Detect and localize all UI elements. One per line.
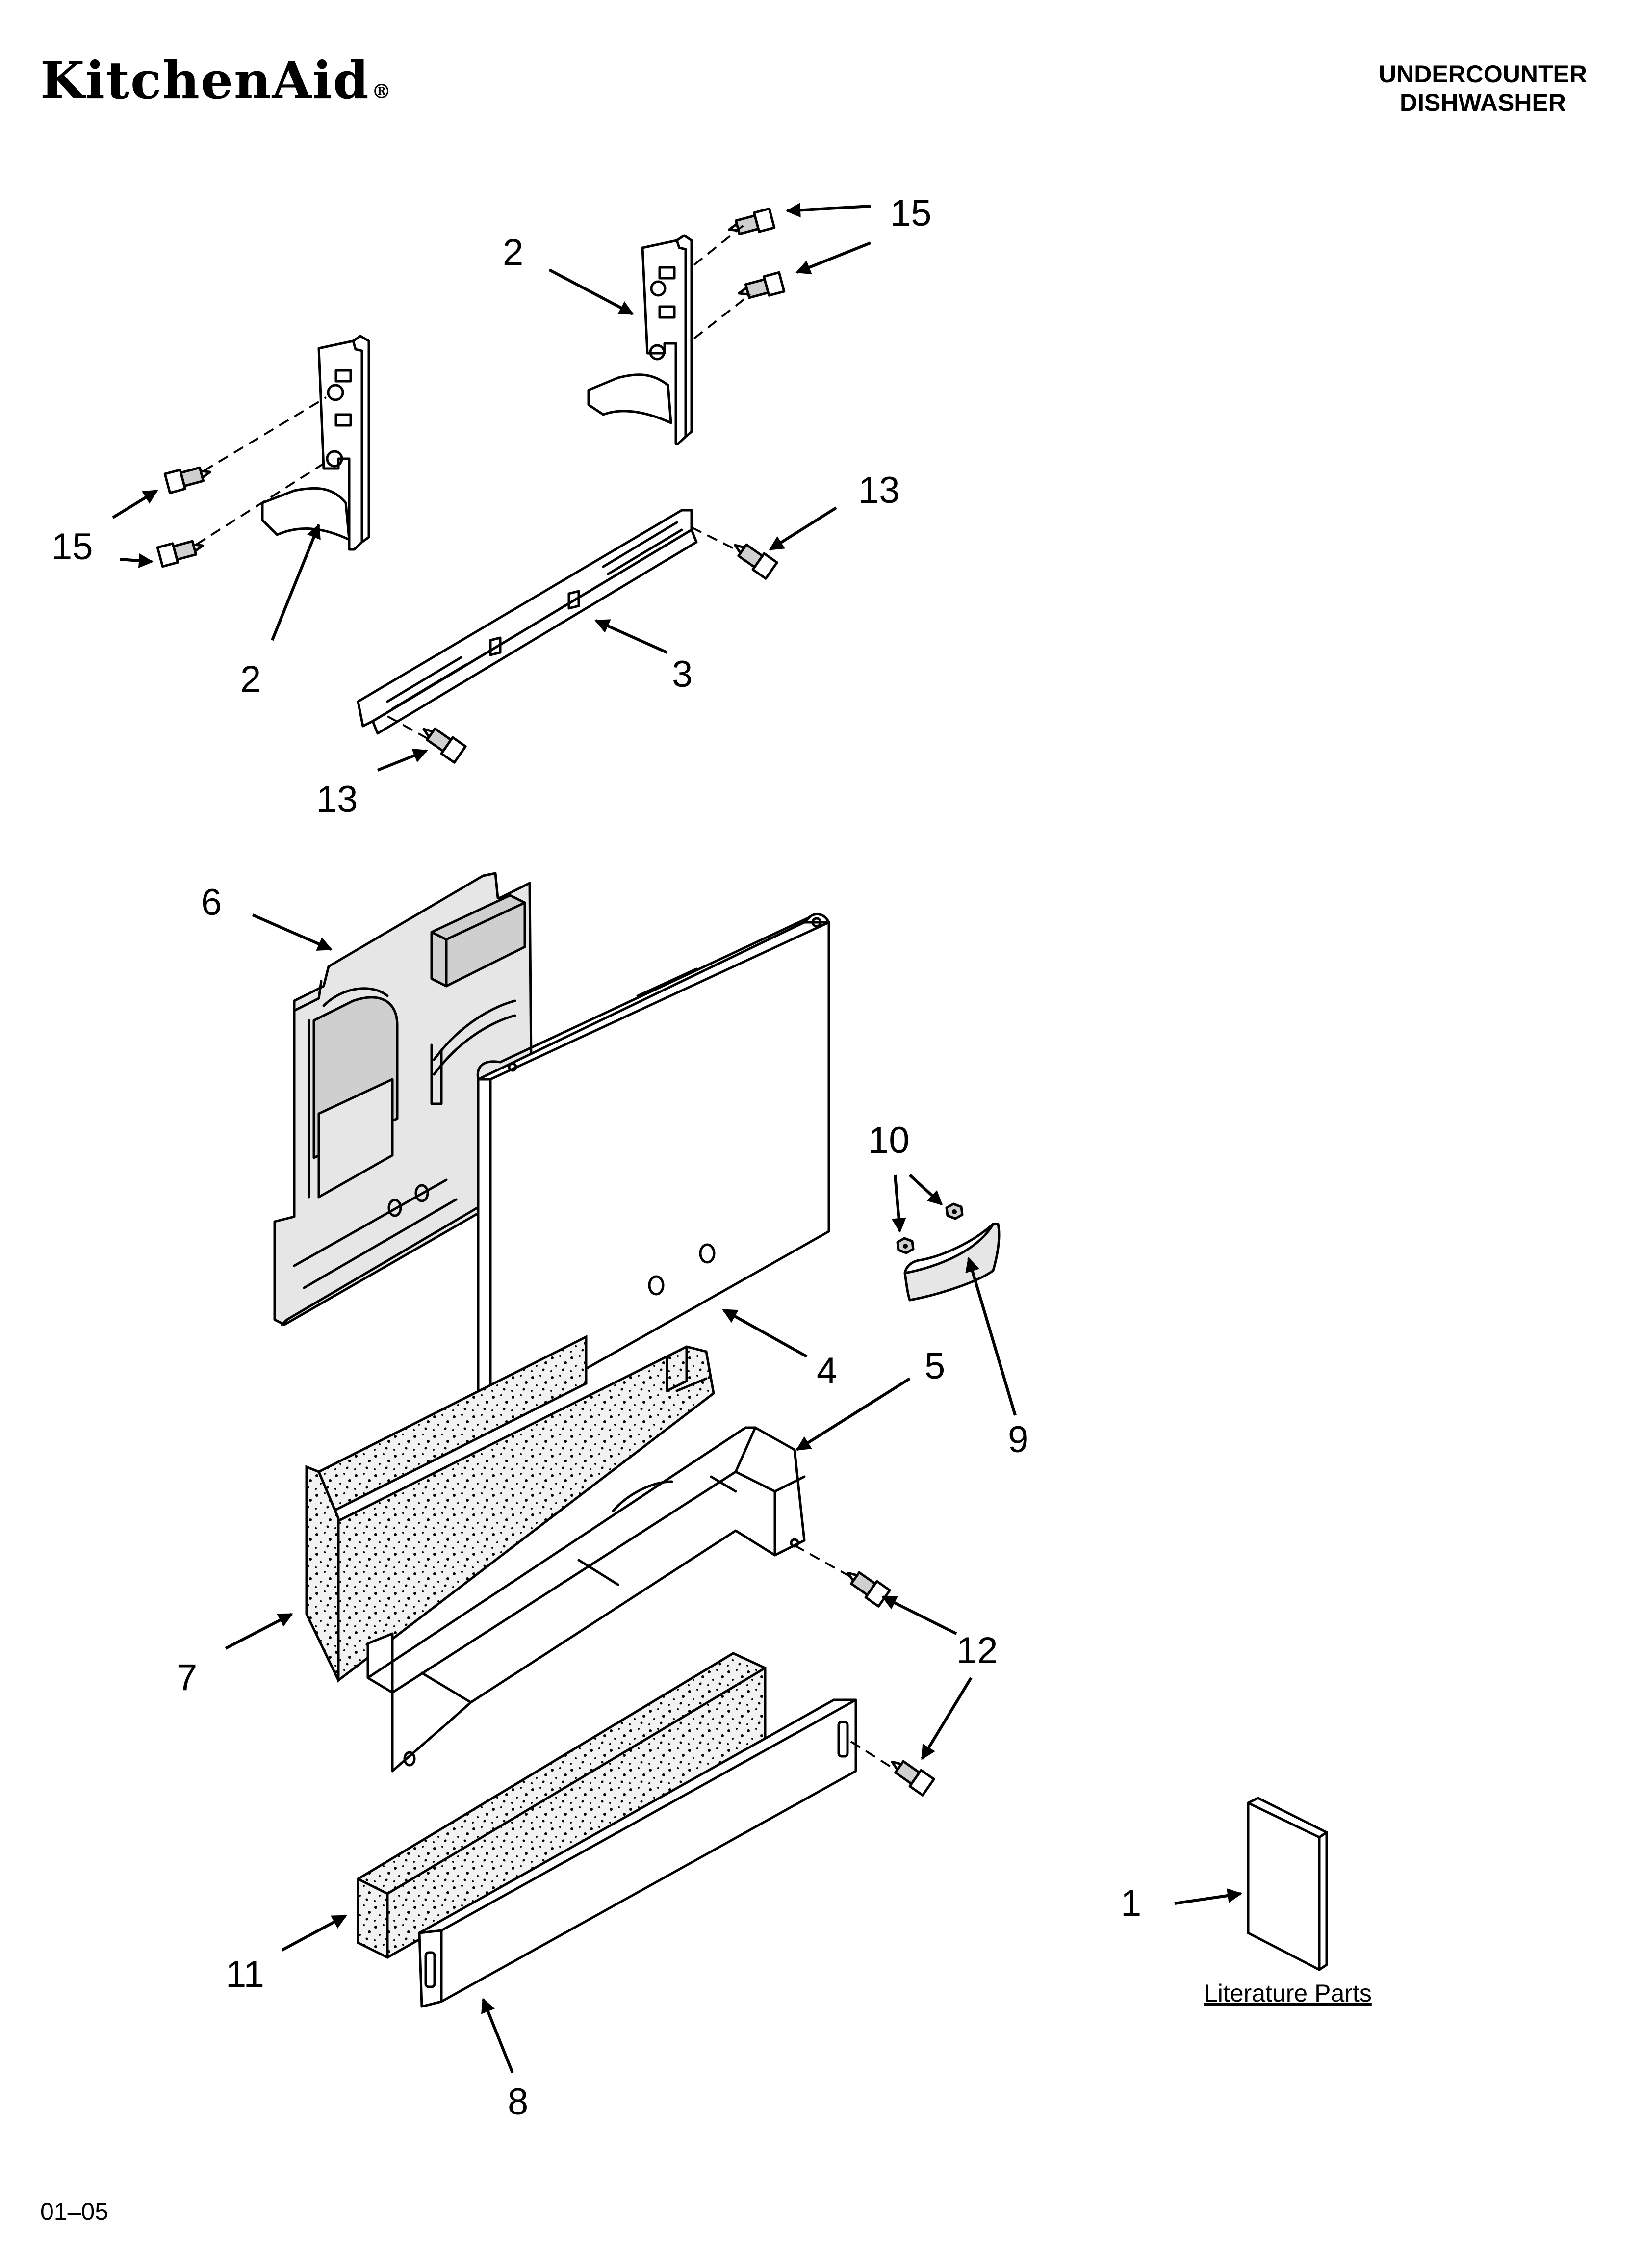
part-3-mounting-rail [357,509,698,735]
callout-13-right: 13 [858,469,900,511]
part-1-literature [1247,1797,1328,1971]
callout-1: 1 [1121,1882,1141,1924]
arrow-icon [921,1677,973,1760]
arrow-icon [1174,1888,1242,1905]
arrow-icon [881,1595,957,1635]
callout-7: 7 [177,1657,197,1698]
arrow-icon [795,241,872,274]
arrow-icon [786,203,871,218]
arrow-icon [548,268,634,315]
arrow-icon [377,749,428,772]
screw-icon [734,543,778,580]
screw-icon [156,540,204,568]
arrow-icon [252,913,333,951]
callout-arrows [112,203,1242,2074]
part-2-left-bracket [261,335,370,551]
callout-8: 8 [508,2081,528,2123]
footer-date-code: 01–05 [40,2198,108,2225]
part-7-insulation-strip [305,1334,715,1683]
screw-icon [847,1571,891,1608]
arrow-icon [722,1308,808,1358]
part-9-door-handle [903,1223,1001,1302]
screw-icon [163,466,211,495]
alignment-lines [195,225,898,1772]
appliance-type-line2: DISHWASHER [1400,89,1566,116]
callout-10: 10 [868,1120,910,1161]
nut-icon [945,1202,964,1220]
arrow-icon [281,1914,347,1952]
arrow-icon [120,553,154,568]
callout-9: 9 [1008,1419,1028,1460]
appliance-type: UNDERCOUNTER DISHWASHER [1379,60,1587,117]
arrow-icon [769,506,837,551]
screw-icon [891,1760,935,1797]
callout-4: 4 [817,1350,837,1392]
arrow-icon [891,1174,906,1233]
part-6-inner-panel [273,872,534,1326]
part-2-upper-bracket [587,234,693,445]
arrow-icon [795,1377,911,1451]
appliance-type-line1: UNDERCOUNTER [1379,60,1587,88]
arrow-icon [908,1173,943,1206]
brand-logo: KitchenAid® [40,50,392,110]
arrow-icon [481,1998,514,2074]
callout-12: 12 [956,1630,998,1671]
arrow-icon [594,619,668,654]
callout-15-top: 15 [890,192,932,234]
screw-icon [422,727,467,764]
callout-3: 3 [672,653,693,695]
arrow-icon [225,1613,293,1650]
callout-2-top: 2 [503,232,523,273]
registered-mark: ® [371,80,392,103]
arrow-icon [965,1257,1017,1416]
arrow-icon [271,523,321,641]
part-10-nuts [896,1202,964,1254]
brand-name: KitchenAid [40,50,370,110]
callout-6: 6 [201,882,222,923]
part-5-kickplate-bracket [366,1426,806,1773]
nut-icon [896,1237,915,1254]
callout-2-left: 2 [240,658,261,700]
screw-icon [728,207,776,235]
callout-11: 11 [226,1954,264,1995]
screw-icon [738,271,786,299]
callout-5: 5 [924,1345,945,1387]
literature-parts-label: Literature Parts [1204,1980,1372,2007]
callout-13-left: 13 [316,779,358,820]
arrow-icon [112,489,158,519]
callout-15-left: 15 [51,526,93,568]
part-8-kick-plate [418,1698,857,2008]
